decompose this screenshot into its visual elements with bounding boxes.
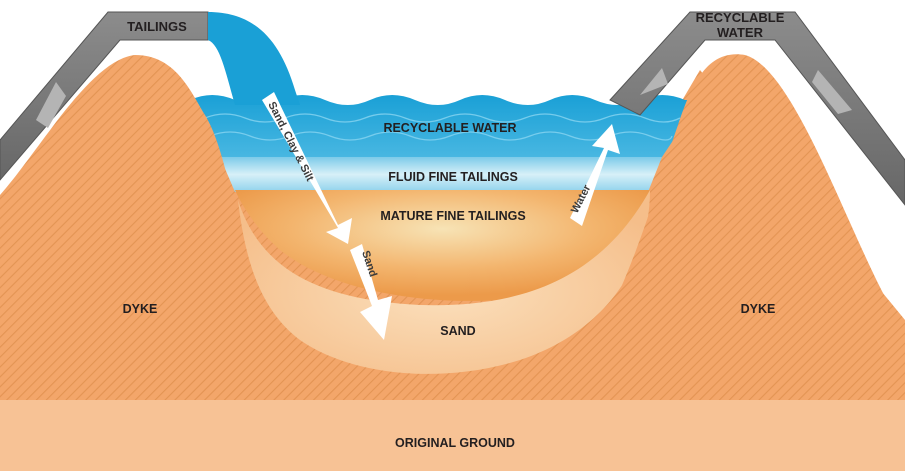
pipe-arrow-right-1 [640,68,668,95]
label-recyclable-water-top-2: WATER [717,25,764,40]
label-dyke-right: DYKE [741,302,776,316]
tailings-stream [208,12,300,105]
mature-fine-tailings-layer [235,190,650,301]
fluid-fine-tailings-layer [220,157,662,192]
label-mature-fine-tailings: MATURE FINE TAILINGS [380,209,525,223]
recyclable-water-layer [190,95,700,160]
label-tailings: TAILINGS [127,19,187,34]
label-recyclable-water-layer: RECYCLABLE WATER [383,121,516,135]
pipe-arrow-left [36,82,66,128]
label-original-ground: ORIGINAL GROUND [395,436,515,450]
recyclable-water-pipe [609,11,905,206]
arrow-sand: Sand [350,244,392,340]
pipe-arrow-right-2 [812,70,852,114]
dyke-left [0,55,340,400]
label-fluid-fine-tailings: FLUID FINE TAILINGS [388,170,518,184]
original-ground [0,400,905,471]
dyke-right [520,54,905,400]
label-sand: SAND [440,324,475,338]
label-dyke-left: DYKE [123,302,158,316]
sand-layer [238,190,650,374]
label-recyclable-water-top-1: RECYCLABLE [696,10,785,25]
